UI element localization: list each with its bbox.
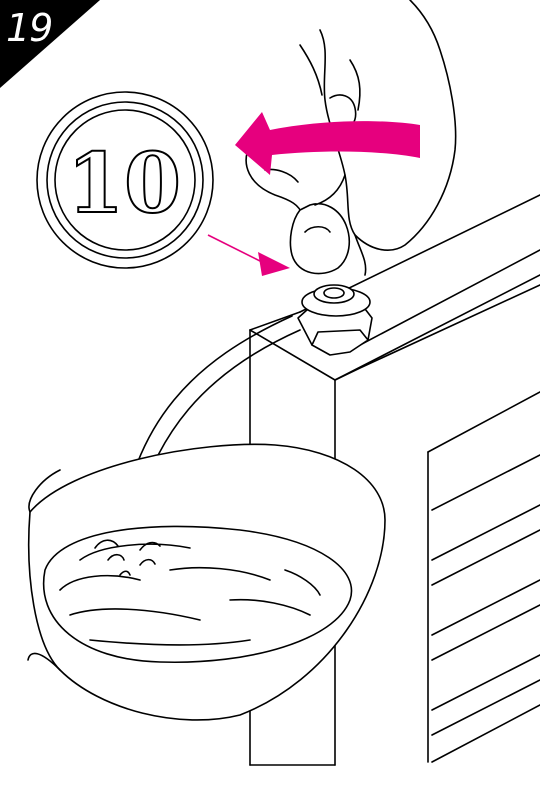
bowl — [28, 444, 385, 720]
drain-fitting — [298, 285, 372, 355]
pointer-arrow-icon — [208, 235, 290, 276]
step-number: 19 — [6, 6, 66, 50]
callout-number: 10 — [67, 136, 181, 232]
